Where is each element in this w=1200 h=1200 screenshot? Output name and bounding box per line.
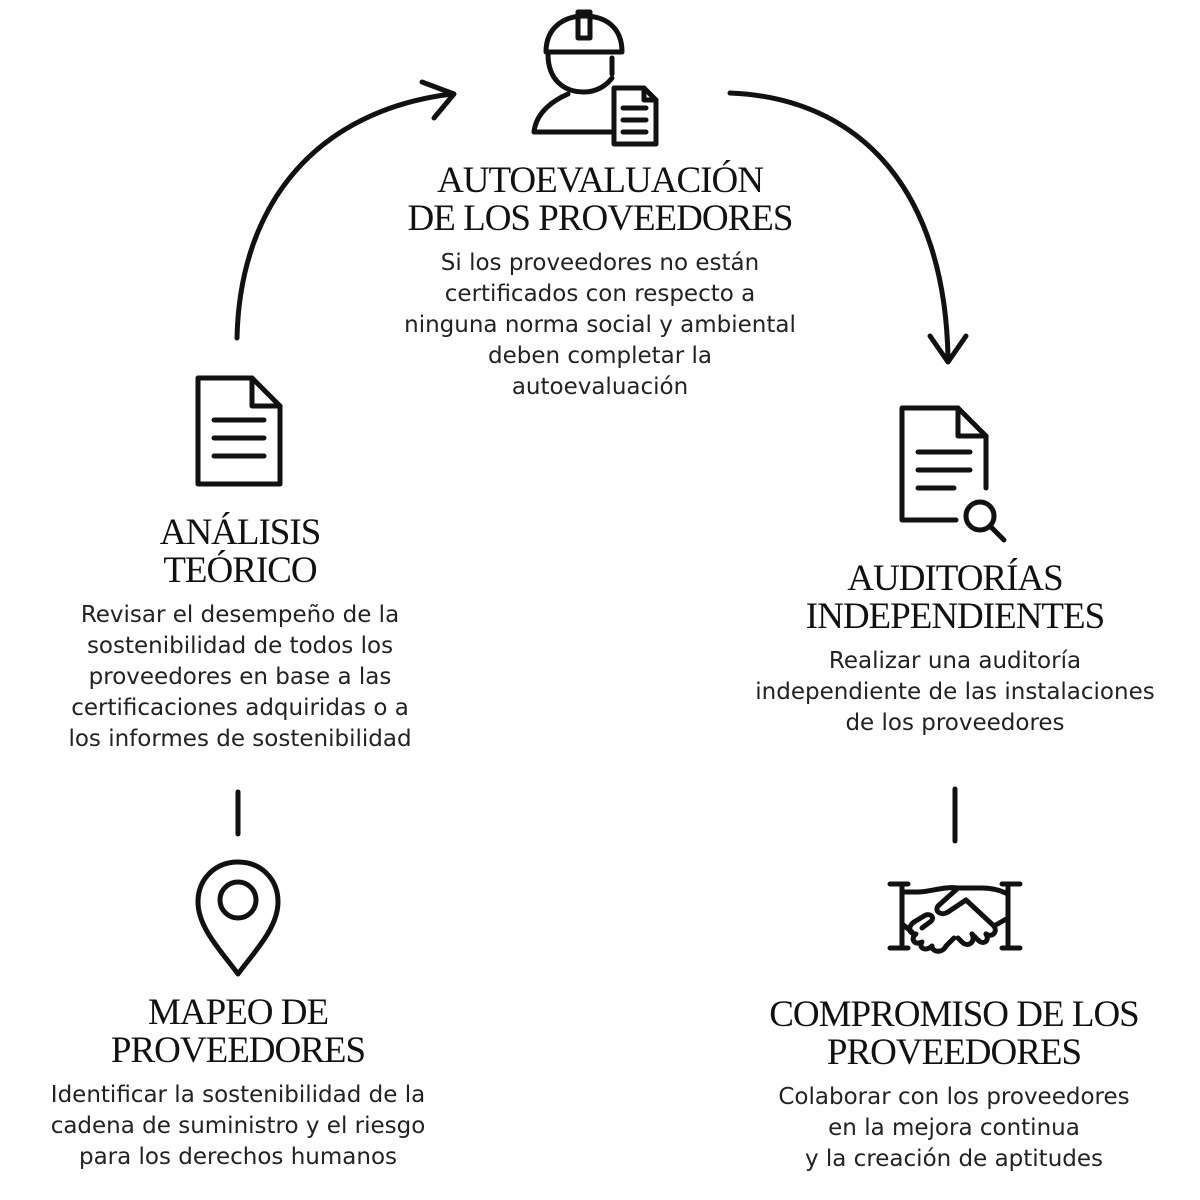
step-mapeo-title: MAPEO DE PROVEEDORES [28, 994, 448, 1070]
title-line: PROVEEDORES [110, 1030, 366, 1071]
step-mapeo-description: Identificar la sostenibilidad de la cade… [28, 1080, 448, 1173]
desc-line: ninguna norma social y ambiental [404, 312, 796, 338]
title-line: MAPEO DE [147, 992, 329, 1033]
desc-line: sostenibilidad de todos los [86, 633, 394, 659]
arrow-left-curve [234, 91, 455, 341]
step-mapeo: MAPEO DE PROVEEDORES Identificar la sost… [28, 994, 448, 1173]
map-pin-icon [195, 859, 281, 977]
desc-line: en la mejora continua [828, 1115, 1080, 1141]
step-autoevaluacion-description: Si los proveedores no están certificados… [380, 248, 820, 403]
step-auditorias: AUDITORÍAS INDEPENDIENTES Realizar una a… [740, 560, 1170, 739]
title-line: DE LOS PROVEEDORES [407, 198, 794, 239]
step-autoevaluacion-title: AUTOEVALUACIÓN DE LOS PROVEEDORES [380, 162, 820, 238]
step-analisis-description: Revisar el desempeño de la sostenibilida… [30, 600, 450, 755]
step-auditorias-title: AUDITORÍAS INDEPENDIENTES [740, 560, 1170, 636]
desc-line: Si los proveedores no están [440, 250, 760, 276]
title-line: INDEPENDIENTES [805, 596, 1105, 637]
step-compromiso: COMPROMISO DE LOS PROVEEDORES Colaborar … [744, 996, 1164, 1175]
desc-line: para los derechos humanos [78, 1144, 398, 1170]
arrow-right-curve [727, 90, 951, 361]
title-line: AUTOEVALUACIÓN [437, 160, 764, 201]
title-line: AUDITORÍAS [847, 558, 1063, 599]
title-line: ANÁLISIS [159, 512, 322, 553]
desc-line: y la creación de aptitudes [804, 1146, 1104, 1172]
step-auditorias-description: Realizar una auditoría independiente de … [740, 646, 1170, 739]
desc-line: de los proveedores [845, 710, 1065, 736]
step-compromiso-title: COMPROMISO DE LOS PROVEEDORES [744, 996, 1164, 1072]
desc-line: Realizar una auditoría [828, 648, 1082, 674]
desc-line: independiente de las instalaciones [755, 679, 1155, 705]
title-line: COMPROMISO DE LOS [769, 994, 1140, 1035]
step-autoevaluacion: AUTOEVALUACIÓN DE LOS PROVEEDORES Si los… [380, 162, 820, 403]
desc-line: proveedores en base a las [88, 664, 392, 690]
arrow-right-head [927, 333, 969, 365]
document-search-icon [899, 405, 1007, 543]
desc-line: certificados con respecto a [444, 281, 756, 307]
title-line: TEÓRICO [163, 550, 317, 591]
desc-line: cadena de suministro y el riesgo [50, 1113, 426, 1139]
step-analisis: ANÁLISIS TEÓRICO Revisar el desempeño de… [30, 514, 450, 755]
desc-line: Colaborar con los proveedores [778, 1084, 1130, 1110]
arrow-left-head [419, 79, 457, 121]
desc-line: autoevaluación [511, 374, 689, 400]
title-line: PROVEEDORES [826, 1032, 1082, 1073]
step-analisis-title: ANÁLISIS TEÓRICO [30, 514, 450, 590]
document-icon [195, 375, 283, 487]
worker-with-document-icon [531, 9, 659, 147]
handshake-icon [887, 881, 1023, 954]
desc-line: certificaciones adquiridas o a [71, 695, 409, 721]
desc-line: Identificar la sostenibilidad de la [50, 1082, 426, 1108]
desc-line: Revisar el desempeño de la [80, 602, 400, 628]
step-compromiso-description: Colaborar con los proveedores en la mejo… [744, 1082, 1164, 1175]
desc-line: deben completar la [487, 343, 712, 369]
desc-line: los informes de sostenibilidad [68, 726, 412, 752]
